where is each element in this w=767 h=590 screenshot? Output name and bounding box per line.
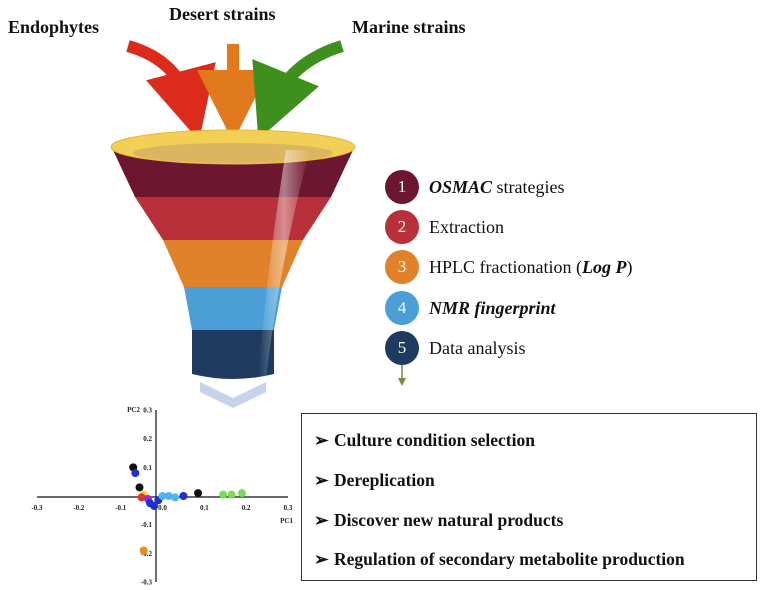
y-tick-label: -0.3 — [141, 579, 153, 587]
scatter-point — [135, 483, 144, 492]
funnel-highlight — [258, 150, 310, 378]
x-tick-label: -0.3 — [31, 504, 43, 512]
step-2: 2 Extraction — [385, 210, 504, 244]
x-tick-label: 0.1 — [200, 504, 209, 512]
step-2-label: Extraction — [429, 216, 504, 237]
step-5: 5 Data analysis — [385, 331, 525, 365]
marine-strains-arrow — [252, 40, 344, 140]
scatter-point — [164, 492, 173, 500]
scatter-point — [139, 546, 148, 555]
y-tick-label: -0.2 — [141, 550, 153, 558]
step-3: 3 HPLC fractionation (Log P) — [385, 250, 632, 284]
outcome-item-1: ➢Culture condition selection — [314, 430, 535, 450]
arrow-bullet-icon: ➢ — [314, 430, 329, 450]
outcome-item-2: ➢Dereplication — [314, 470, 435, 490]
outcome-item-4: ➢Regulation of secondary metabolite prod… — [314, 549, 685, 569]
step-4-label: NMR fingerprint — [429, 297, 556, 318]
step-2-number: 2 — [385, 210, 419, 244]
source-label-desert-strains: Desert strains — [169, 4, 276, 24]
y-tick-label: 0.1 — [143, 464, 152, 472]
source-label-endophytes: Endophytes — [8, 17, 100, 37]
step-1: 1 OSMAC strategies — [385, 170, 565, 204]
step-5-number: 5 — [385, 331, 419, 365]
x-tick-label: -0.1 — [115, 504, 127, 512]
scatter-point — [219, 490, 228, 499]
scatter-point — [194, 489, 203, 498]
step-5-label: Data analysis — [429, 337, 526, 358]
funnel-band-2 — [135, 197, 331, 240]
outcome-item-3: ➢Discover new natural products — [314, 510, 564, 530]
scatter-point — [150, 502, 159, 511]
arrow-bullet-icon: ➢ — [314, 549, 329, 569]
scatter-point — [171, 493, 180, 502]
step-1-label: OSMAC strategies — [429, 176, 565, 197]
step-3-label: HPLC fractionation (Log P) — [429, 256, 633, 277]
scatter-point — [237, 489, 246, 498]
funnel-band-5 — [192, 330, 274, 379]
chevron-down-icon — [200, 382, 266, 408]
step-4-number: 4 — [385, 291, 419, 325]
scatter-point — [227, 490, 236, 499]
funnel-opening — [133, 143, 333, 163]
step-1-number: 1 — [385, 170, 419, 204]
steps-down-arrow-head — [398, 378, 406, 386]
funnel-band-3 — [163, 240, 303, 287]
outcomes-box: ➢Culture condition selection ➢Dereplicat… — [301, 413, 757, 581]
step-4: 4 NMR fingerprint — [385, 291, 556, 325]
scatter-point — [179, 492, 188, 500]
x-tick-label: 0.3 — [284, 504, 293, 512]
scatter-point — [137, 493, 146, 502]
y-tick-label: -0.1 — [141, 521, 153, 529]
x-tick-label: 0.2 — [242, 504, 251, 512]
x-tick-label: -0.2 — [73, 504, 85, 512]
scatter-point — [158, 492, 167, 500]
funnel-band-4 — [184, 287, 282, 330]
endophytes-arrow — [126, 40, 216, 141]
y-axis-label: PC2 — [127, 406, 140, 414]
step-3-number: 3 — [385, 250, 419, 284]
y-tick-label: 0.3 — [143, 407, 152, 415]
x-axis-label: PC1 — [280, 517, 293, 525]
source-label-marine-strains: Marine strains — [352, 17, 466, 37]
x-tick-label: 0.0 — [158, 504, 167, 512]
scatter-point — [131, 469, 140, 478]
arrow-bullet-icon: ➢ — [314, 510, 329, 530]
funnel — [110, 129, 356, 379]
y-tick-label: 0.2 — [143, 435, 152, 443]
arrow-bullet-icon: ➢ — [314, 470, 329, 490]
pca-scatter-plot: PC2 PC1 -0.3 -0.2 -0.1 0.0 0.1 0.2 0.3 0.3 0.2 0… — [31, 406, 293, 587]
